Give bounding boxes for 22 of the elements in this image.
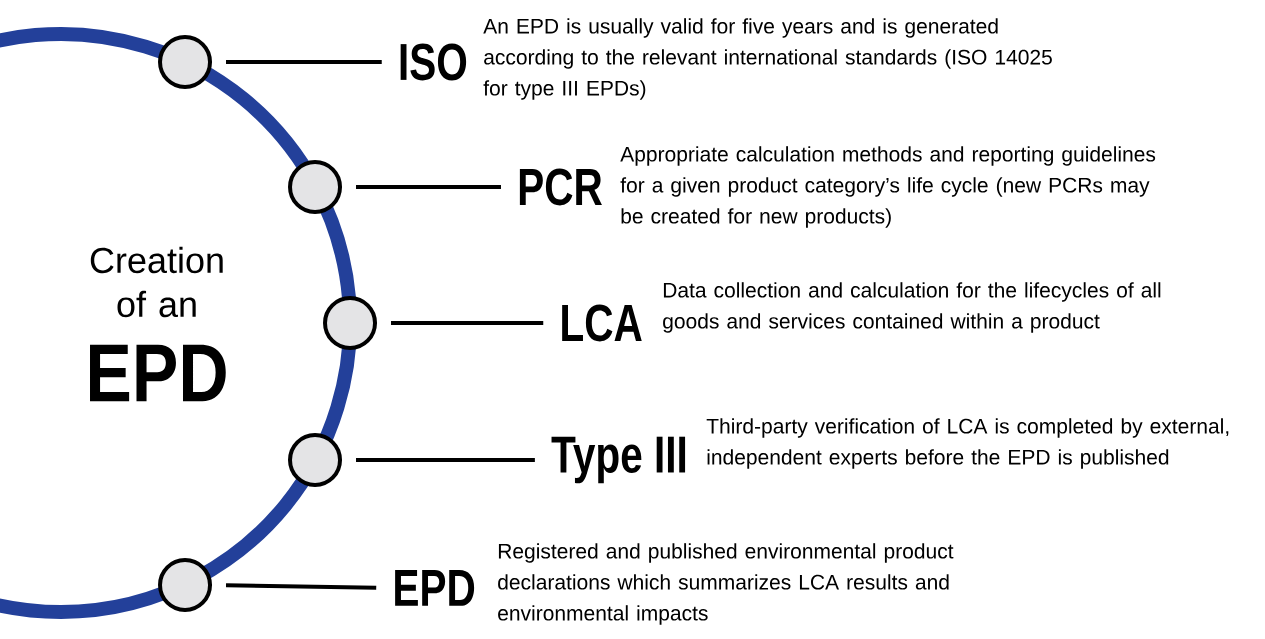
step-description: Third-party verification of LCA is completed by external, independent experts before the EPD is published	[706, 418, 1229, 469]
center-title: EPD	[90, 344, 226, 402]
step-term: LCA	[562, 304, 642, 342]
step-circle	[158, 35, 212, 89]
step-circle	[288, 160, 342, 214]
connector-line	[356, 458, 535, 462]
step-description: Data collection and calculation for the lifecycles of all goods and services contained within a product	[663, 282, 1161, 333]
connector-line	[356, 185, 501, 189]
step-circle	[288, 433, 342, 487]
step-term: Type III	[551, 436, 686, 484]
connector-line	[226, 60, 382, 64]
connector-line	[391, 321, 544, 325]
connector-line	[225, 583, 377, 590]
step-circle	[323, 296, 377, 350]
center-caption: Creation of an	[90, 246, 223, 318]
step-term: ISO	[400, 43, 467, 81]
step-description: An EPD is usually valid for five years and is generated according to the relevant international standards (ISO 14025 for type III EPDs)	[483, 18, 1052, 100]
step-circle	[158, 558, 212, 612]
step-term: EPD	[395, 570, 475, 606]
step-description: Registered and published environmental product declarations which summarizes LCA results and environmental impacts	[498, 543, 954, 625]
step-term: PCR	[519, 168, 602, 206]
step-description: Appropriate calculation methods and reporting guidelines for a given product category’s life cycle (new PCRs may be created for new products)	[620, 146, 1156, 228]
